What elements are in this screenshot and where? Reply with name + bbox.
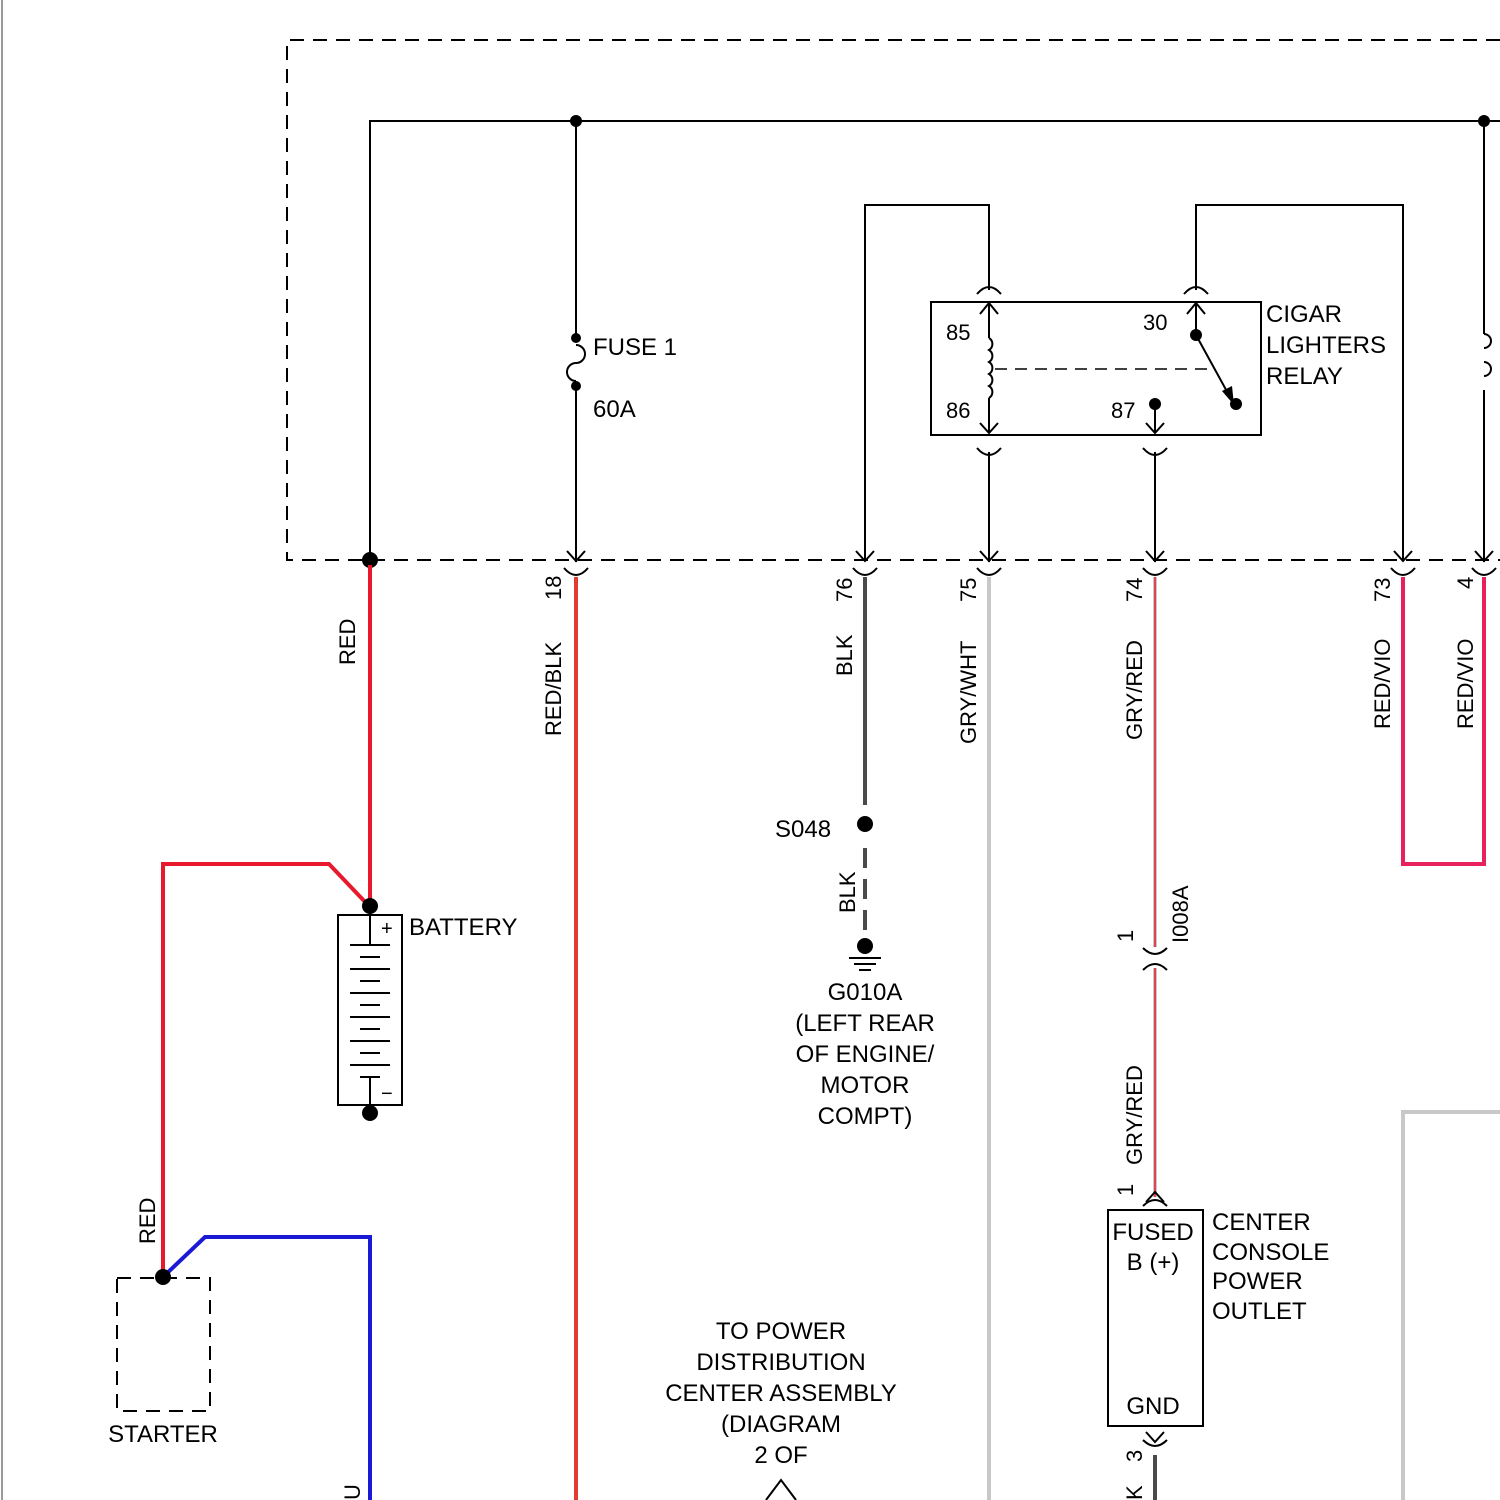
relay-name-1: CIGAR <box>1266 301 1342 328</box>
relay-pin-87: 87 <box>1111 398 1135 423</box>
wire-label-gry-red-lower: GRY/RED <box>1122 1065 1147 1165</box>
relay-pin-85: 85 <box>946 320 970 345</box>
ground-loc-3: MOTOR <box>821 1072 910 1099</box>
relay-pin-86: 86 <box>946 398 970 423</box>
ground-loc-2: OF ENGINE/ <box>796 1041 935 1068</box>
splice-label: S048 <box>775 816 831 843</box>
battery: + − BATTERY <box>338 898 517 1121</box>
pdc-note: TO POWER DISTRIBUTION CENTER ASSEMBLY (D… <box>665 1318 897 1500</box>
pdc-connector-terminals <box>362 551 1496 575</box>
wire-label-gry-red: GRY/RED <box>1122 640 1147 740</box>
ground-loc-4: COMPT) <box>818 1103 913 1130</box>
pdc-note-1: TO POWER <box>716 1318 846 1345</box>
wire-label-blue-partial: U <box>340 1484 365 1500</box>
battery-plus: + <box>381 918 393 940</box>
relay-pin-30: 30 <box>1143 310 1167 335</box>
wire-label-red-blk: RED/BLK <box>541 642 566 736</box>
pin-label-74: 74 <box>1122 578 1147 602</box>
pin-label-75: 75 <box>956 578 981 602</box>
pdc-note-arrow-icon <box>766 1480 796 1500</box>
ground-id: G010A <box>828 979 903 1006</box>
pdc-note-4: (DIAGRAM <box>721 1411 841 1438</box>
ground-g010a: G010A (LEFT REAR OF ENGINE/ MOTOR COMPT) <box>795 938 935 1130</box>
pin-label-4: 4 <box>1453 577 1478 589</box>
wire-label-red: RED <box>335 619 360 665</box>
inline-connector-id: I008A <box>1168 885 1193 943</box>
pdc-note-3: CENTER ASSEMBLY <box>665 1380 897 1407</box>
outlet-pin-1: 1 <box>1113 1184 1138 1196</box>
inline-pin-upper: 1 <box>1113 930 1138 942</box>
relay-name-3: RELAY <box>1266 363 1343 390</box>
outlet-name-4: OUTLET <box>1212 1298 1307 1325</box>
starter: STARTER <box>108 1269 218 1448</box>
pdc-note-2: DISTRIBUTION <box>696 1349 865 1376</box>
outlet-pin-3: 3 <box>1122 1450 1147 1462</box>
cigar-lighters-relay: 85 86 30 87 CIGAR LIGHTERS RELAY <box>865 205 1403 562</box>
pin-label-76: 76 <box>832 578 857 602</box>
wire-label-gnd-partial: K <box>1122 1485 1147 1500</box>
splice-s048: S048 <box>775 816 873 843</box>
pdc-frame <box>287 40 1500 560</box>
center-console-power-outlet: 1 3 FUSED B (+) GND CENTER CONSOLE POWER… <box>1108 1184 1329 1462</box>
outlet-name-1: CENTER <box>1212 1209 1311 1236</box>
wire-label-blk: BLK <box>832 634 857 676</box>
outlet-name-3: POWER <box>1212 1268 1303 1295</box>
starter-name: STARTER <box>108 1421 218 1448</box>
ground-loc-1: (LEFT REAR <box>795 1010 935 1037</box>
gray-wire-right <box>1403 1112 1500 1500</box>
wire-label-red-starter: RED <box>135 1198 160 1244</box>
wire-label-red-vio-a: RED/VIO <box>1370 639 1395 729</box>
fuse-1: FUSE 1 60A <box>567 121 677 562</box>
outlet-pin-fused-2: B (+) <box>1127 1249 1180 1276</box>
battery-name: BATTERY <box>409 914 517 941</box>
fuse-name: FUSE 1 <box>593 334 677 361</box>
outlet-name-2: CONSOLE <box>1212 1239 1329 1266</box>
pin-label-18: 18 <box>541 576 566 600</box>
fuse-rating: 60A <box>593 396 636 423</box>
outlet-pin-gnd: GND <box>1126 1393 1179 1420</box>
outlet-pin-fused-1: FUSED <box>1112 1219 1193 1246</box>
wire-label-gry-wht: GRY/WHT <box>956 641 981 744</box>
pin-label-73: 73 <box>1370 578 1395 602</box>
wire-label-blk-2: BLK <box>835 871 860 913</box>
battery-minus: − <box>381 1083 393 1105</box>
pdc-note-5: 2 OF <box>754 1442 807 1469</box>
blue-wire <box>163 1237 370 1500</box>
relay-name-2: LIGHTERS <box>1266 332 1386 359</box>
wire-label-red-vio-b: RED/VIO <box>1453 639 1478 729</box>
